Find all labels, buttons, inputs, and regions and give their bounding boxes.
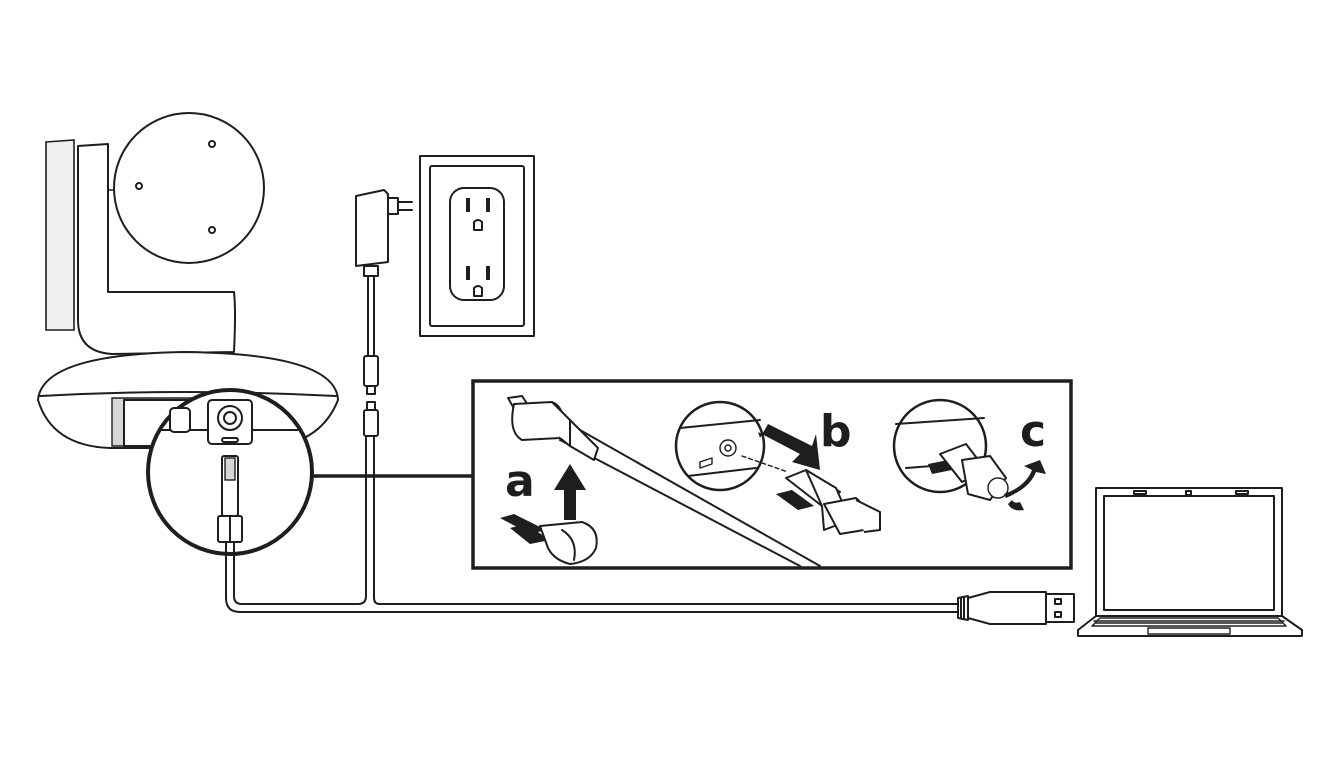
rotate-arrow-icon [1004, 460, 1046, 511]
arrow-right-icon [758, 424, 820, 470]
arrow-up-icon [554, 464, 586, 520]
step-c-label: c [1020, 406, 1046, 457]
camera-port-zoom [146, 388, 314, 556]
power-adapter-icon [355, 189, 413, 437]
usb-cable-icon [225, 435, 1075, 625]
camera-icon [37, 112, 339, 449]
step-b-cable-plug [776, 469, 881, 535]
step-a-label: a [505, 456, 535, 507]
wall-outlet-icon [419, 155, 535, 337]
step-a-clip [500, 514, 598, 565]
step-c-port-zoom [892, 398, 1009, 501]
laptop-icon [1077, 487, 1303, 637]
step-b-port-zoom [674, 400, 789, 492]
step-a-cable-end [507, 395, 599, 461]
step-b-label: b [820, 406, 852, 457]
steps-inset: a b [471, 379, 1073, 570]
